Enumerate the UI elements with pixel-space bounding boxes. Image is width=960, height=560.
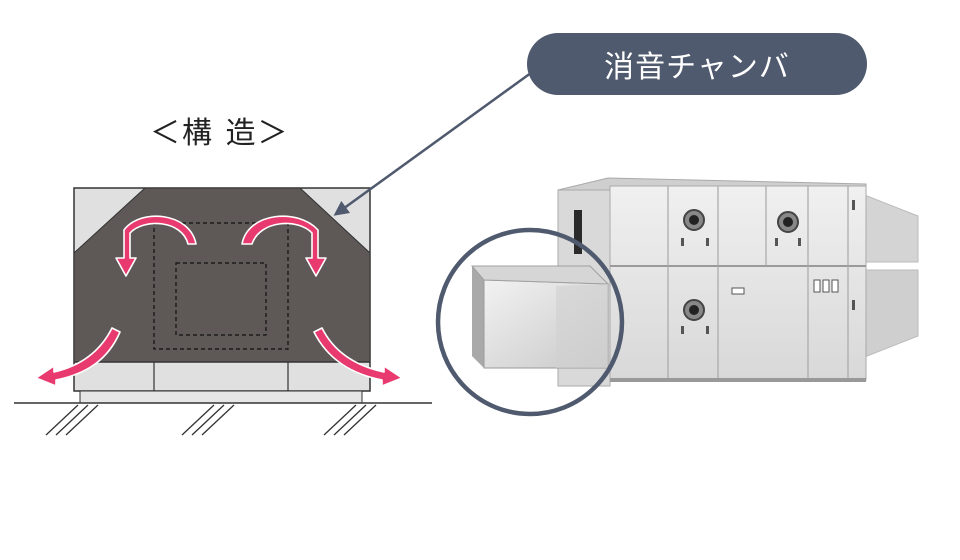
damper-handle-icon (683, 209, 799, 321)
structure-title: ＜構 造＞ (150, 116, 290, 151)
highlight-ring (435, 227, 625, 417)
ground-hatch-icon (45, 404, 377, 436)
structure-diagram (14, 187, 432, 436)
base-strip (79, 390, 363, 404)
airflow-arrow-icon (35, 215, 403, 387)
callout-label-pill: 消音チャンバ (527, 33, 867, 95)
callout-leader-arrow-icon (333, 68, 536, 216)
sound-chamber-box (470, 265, 610, 369)
inner-unit-outline (153, 222, 289, 350)
callout-label-text: 消音チャンバ (604, 50, 790, 85)
inner-fan-outline (175, 262, 267, 336)
